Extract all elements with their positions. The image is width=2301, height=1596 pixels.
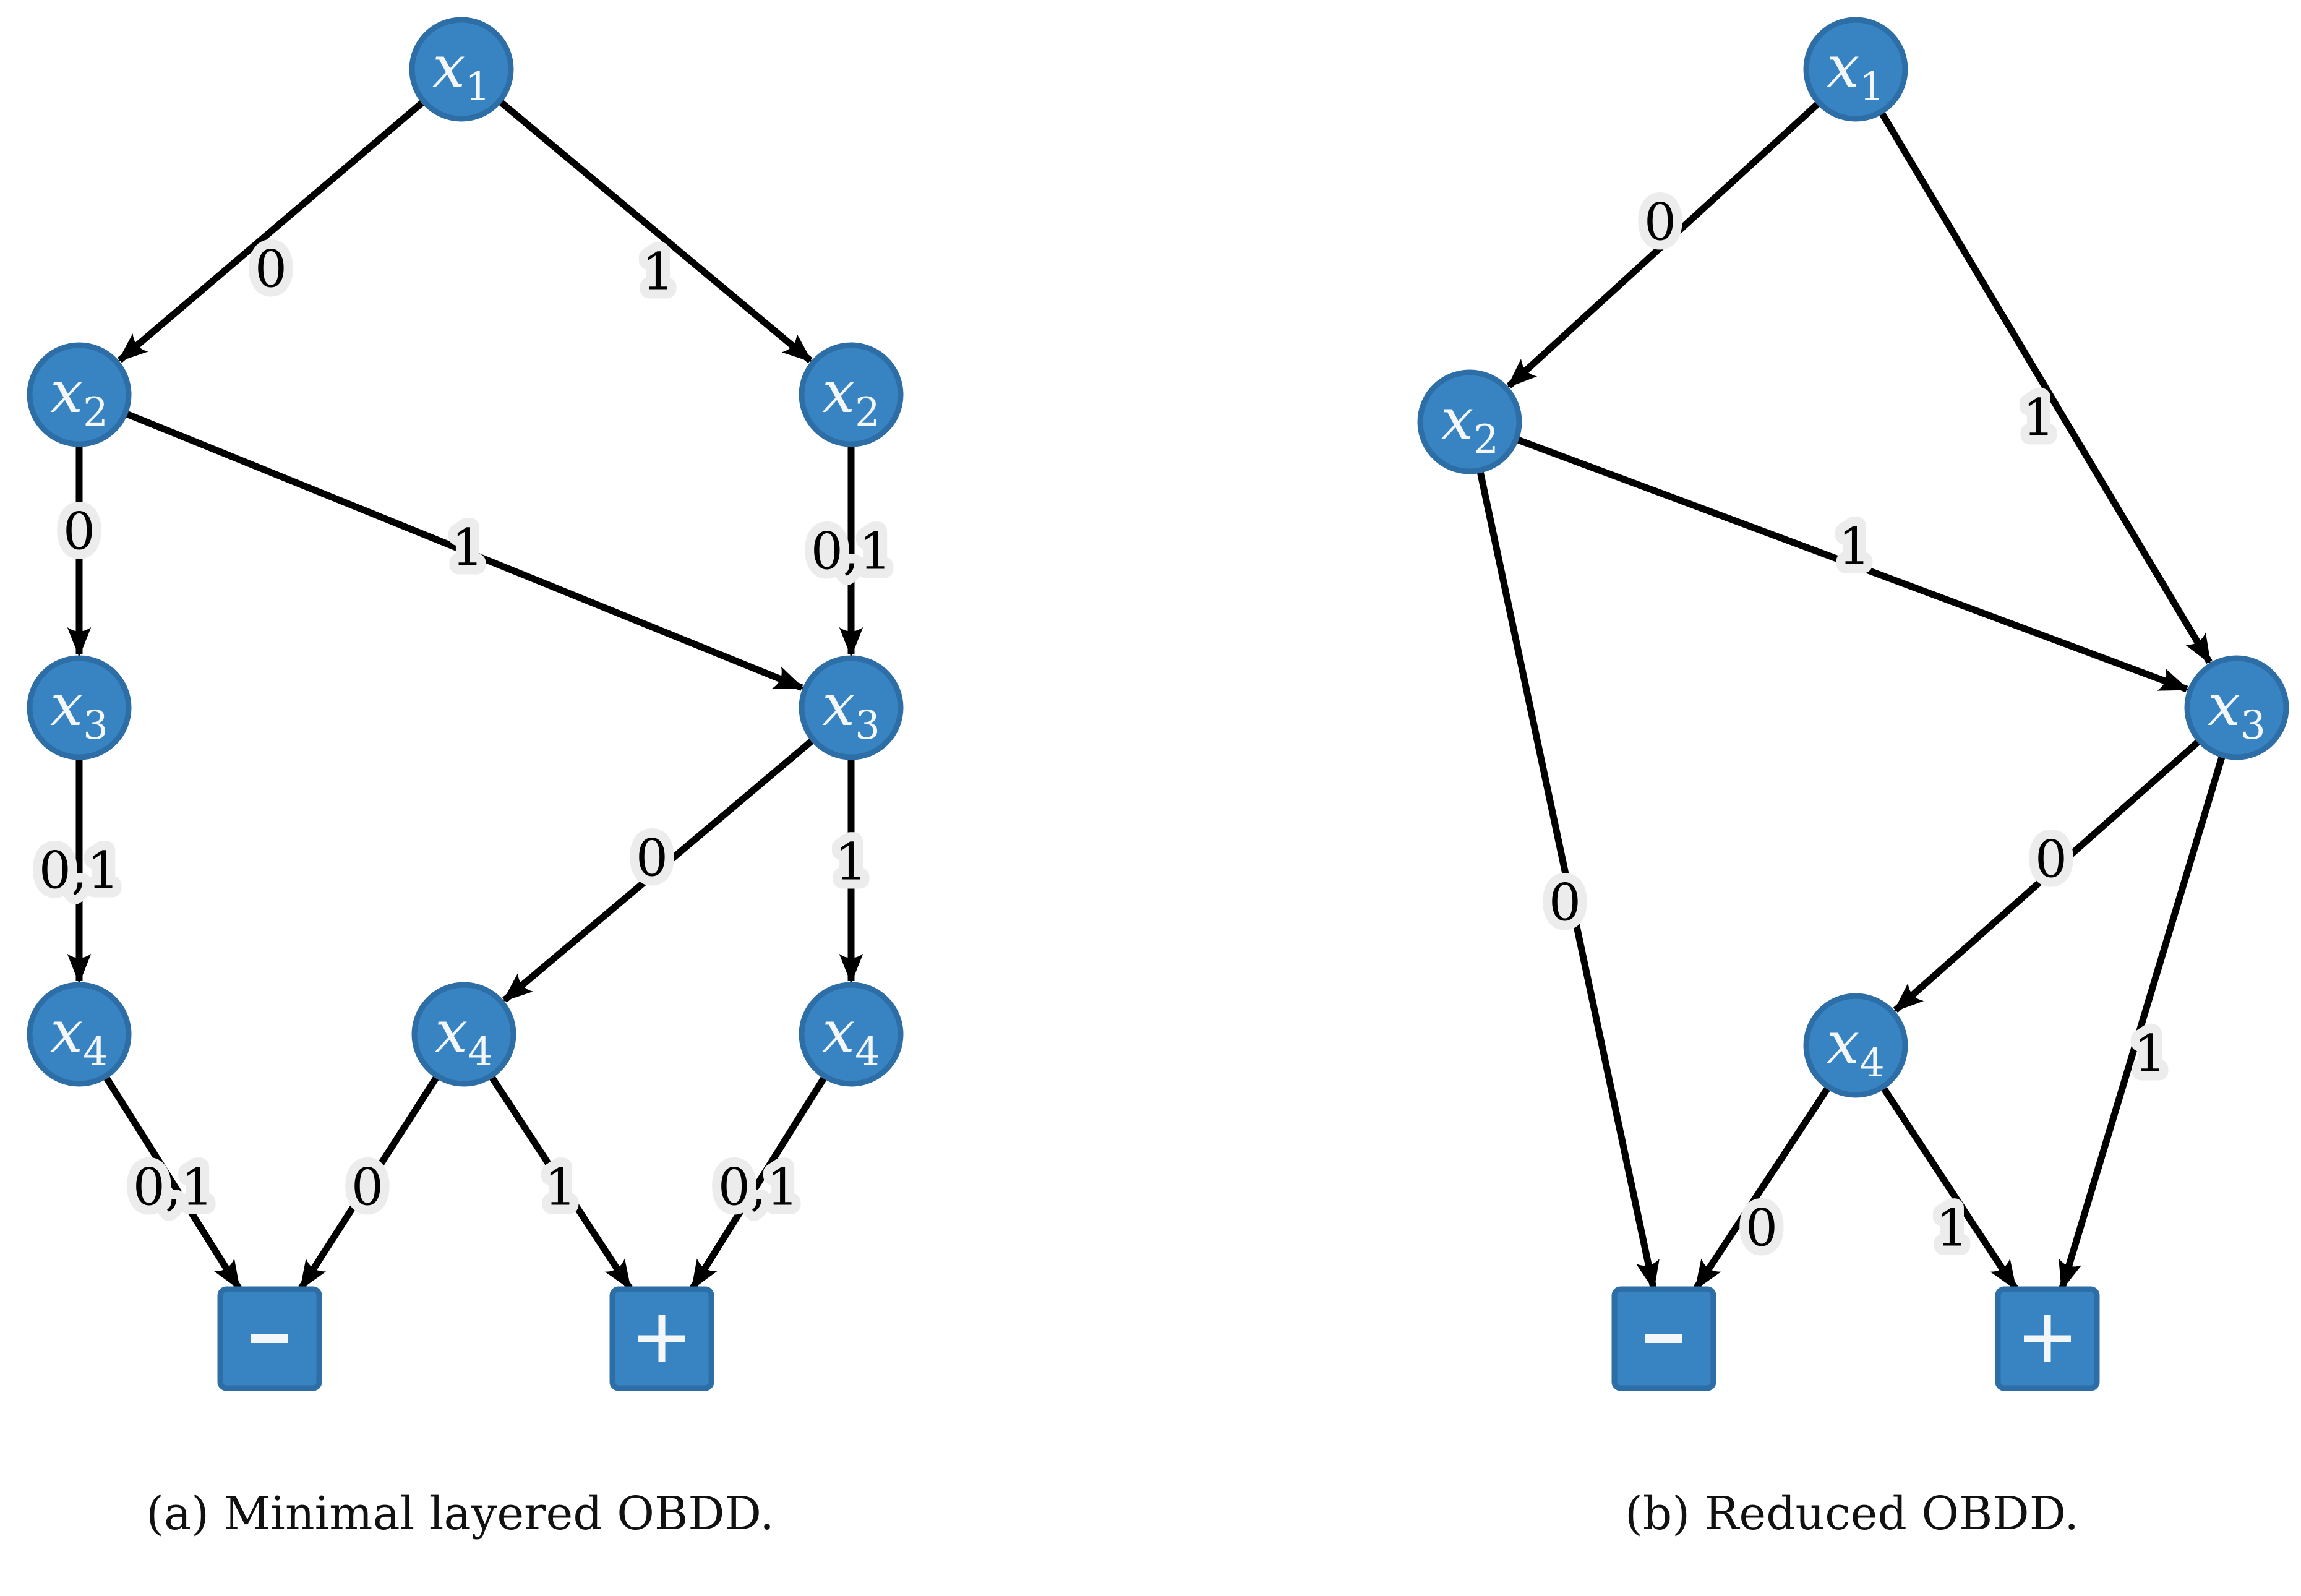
edge-label-x2-minus: 0 [1549,874,1581,933]
edge-x1-x2 [1506,100,1822,389]
fig-b-node-label-x4: x4 [1827,1010,1885,1086]
fig-b-node-x3 [2184,655,2289,760]
minus-sign [251,1334,288,1343]
fig-a-node-x4r [799,982,904,1087]
edge-label-x4r-plus: 0,1 [718,1159,799,1217]
fig-a-node-label-x3l: x3 [50,672,108,749]
edge-label-x2-x3: 1 [1838,518,1870,577]
fig-a-node-label-x4l: x4 [50,998,108,1075]
edge-label-x4-plus: 1 [1936,1199,1968,1258]
fig-a-node-x2r [799,342,904,447]
edge-x4-minus [1693,1084,1832,1290]
edge-x4c-minus [298,1074,440,1290]
edge-label-x4l-minus: 0,1 [133,1159,213,1217]
edge-x3r-x4c [502,737,816,1003]
fig-b-node-x4 [1803,993,1908,1098]
edge-x1-x2r [497,98,813,364]
edge-label-x3-plus: 1 [2134,1025,2166,1084]
edge-x1-x3 [1878,109,2213,665]
fig-b-node-x2 [1417,369,1522,474]
edge-label-x4c-plus: 1 [544,1159,576,1217]
fig-a-nodes: x1 x2 x2 x3 x3 x4 x4 x4 [27,17,904,1391]
edge-label-x1-x2r: 1 [642,243,674,302]
plus-sign [638,1315,685,1362]
fig-b-edge-labels: 0 1 1 0 0 1 0 1 [1540,184,2175,1268]
caption-b: (b) Reduced OBDD. [1625,1487,2079,1540]
minus-sign [1645,1334,1682,1343]
fig-a-node-x1 [409,17,514,122]
edge-label-x2l-x3r: 1 [452,519,484,578]
fig-b-node-x1 [1803,17,1908,122]
edge-x4c-plus [488,1074,633,1290]
plus-sign [2024,1315,2071,1362]
fig-a-node-x4c [411,982,516,1087]
edge-label-x2l-x3l: 0 [63,503,95,562]
edge-x2-x3 [1515,435,2190,693]
caption-a: (a) Minimal layered OBDD. [146,1487,774,1540]
fig-a-node-label-x3r: x3 [822,672,880,749]
fig-a-node-label-x4c: x4 [435,998,493,1075]
edge-x1-x2l [117,98,426,363]
fig-a-node-label-x2l: x2 [50,359,108,435]
fig-b-nodes: x1 x2 x3 x4 [1417,17,2289,1391]
fig-a-node-x4l [27,982,132,1087]
edge-x2-minus [1476,470,1660,1291]
fig-a-node-label-x2r: x2 [822,359,880,435]
edge-x3-x4 [1893,737,2202,1013]
graph-layer: x1 x2 x2 x3 x3 x4 x4 x4 0 1 0 1 0,1 0,1 0 1 0,1 0 1 0,1 x1 x2… [27,17,2289,1391]
edge-label-x3r-x4c: 0 [636,830,668,888]
fig-a-node-x3l [27,655,132,760]
edge-label-x2r-x3r: 0,1 [811,523,891,581]
edge-label-x4c-minus: 0 [351,1159,384,1217]
fig-a-node-x2l [27,342,132,447]
fig-a-node-label-x4r: x4 [822,998,880,1075]
fig-b-node-label-x1: x1 [1827,33,1885,110]
edge-x2l-x3r [124,410,805,691]
edge-label-x4-minus: 0 [1746,1199,1778,1258]
edge-x4-plus [1880,1084,2018,1290]
fig-b-node-label-x3: x3 [2208,672,2266,749]
edge-label-x1-x3: 1 [2023,389,2055,448]
fig-a-edges [67,98,863,1290]
fig-a-node-label-x1: x1 [432,33,491,110]
fig-b-edges [1476,100,2226,1291]
edge-label-x3-x4: 0 [2035,831,2067,890]
fig-b-node-label-x2: x2 [1441,386,1499,463]
fig-a-node-x3r [799,655,904,760]
edge-label-x1-x2l: 0 [255,241,287,299]
edge-label-x1-x2: 0 [1644,194,1676,252]
edge-x4l-minus [102,1074,242,1290]
edge-label-x3r-x4r: 1 [835,833,867,892]
edge-x4r-plus [690,1075,828,1290]
edge-x3-plus [2059,754,2226,1291]
edge-label-x3l-x4l: 0,1 [39,842,119,901]
